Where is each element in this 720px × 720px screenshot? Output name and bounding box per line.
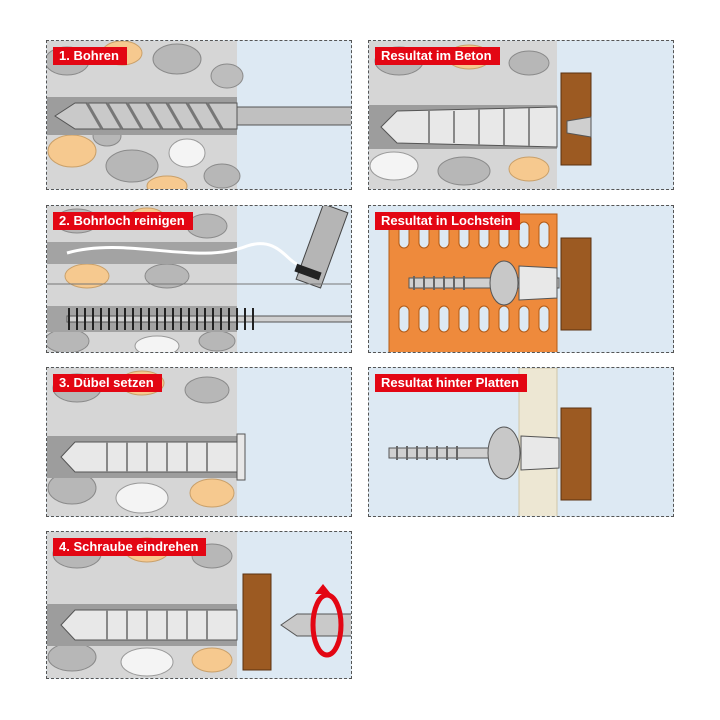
anchored-screw: [408, 260, 560, 306]
drill-illustration: [47, 41, 351, 189]
wall-plug: [60, 609, 238, 641]
label-result-concrete: Resultat im Beton: [375, 47, 500, 65]
screwdriver: [280, 613, 351, 637]
panel-result-plates: Resultat hinter Platten: [368, 367, 674, 517]
result-concrete-illustration: [369, 41, 673, 189]
label-step-insert: 3. Dübel setzen: [53, 374, 162, 392]
panel-step-insert: 3. Dübel setzen: [46, 367, 352, 517]
panel-step-clean: 2. Bohrloch reinigen: [46, 205, 352, 353]
result-brick-illustration: [369, 206, 673, 352]
insert-illustration: [47, 368, 351, 516]
panel-step-drill: 1. Bohren: [46, 40, 352, 190]
label-step-drill: 1. Bohren: [53, 47, 127, 65]
clean-illustration: [47, 206, 351, 352]
label-step-screw: 4. Schraube eindrehen: [53, 538, 207, 556]
stones: [47, 41, 244, 189]
rotation-arrow-icon: [310, 584, 344, 658]
label-result-plates: Resultat hinter Platten: [375, 374, 527, 392]
panel-result-concrete: Resultat im Beton: [368, 40, 674, 190]
label-result-brick: Resultat in Lochstein: [375, 212, 521, 230]
cleaning-brush: [66, 308, 351, 330]
anchored-plug: [380, 106, 592, 148]
drill-bit: [54, 102, 351, 130]
result-plates-illustration: [369, 368, 673, 516]
label-step-clean: 2. Bohrloch reinigen: [53, 212, 193, 230]
panel-result-brick: Resultat in Lochstein: [368, 205, 674, 353]
wall-plug: [60, 433, 246, 481]
anchored-screw: [388, 426, 560, 480]
screw-illustration: [47, 532, 351, 678]
panel-step-screw: 4. Schraube eindrehen: [46, 531, 352, 679]
